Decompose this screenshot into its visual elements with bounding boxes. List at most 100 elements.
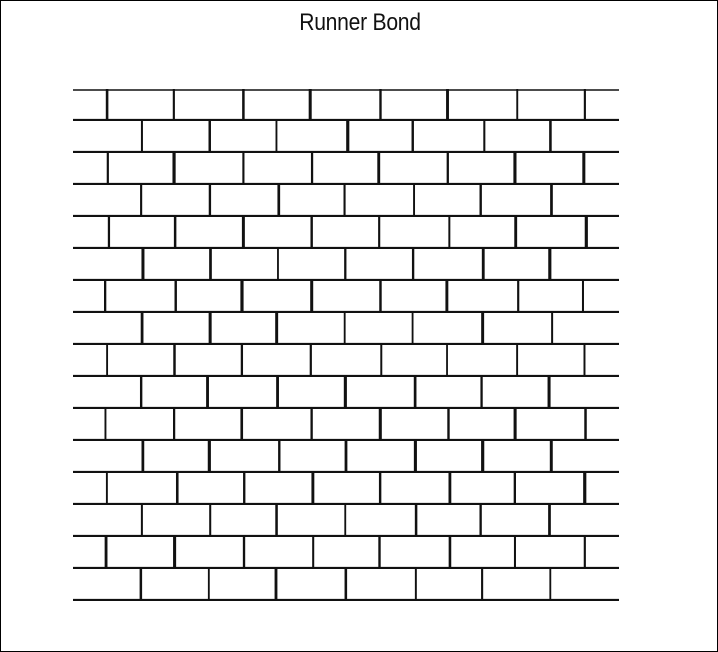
- brick: [73, 505, 141, 537]
- brick: [244, 217, 312, 249]
- brick: [448, 537, 516, 569]
- brick: [483, 441, 551, 473]
- brick: [107, 409, 175, 441]
- brick: [210, 185, 278, 217]
- brick: [585, 281, 619, 313]
- brick: [346, 377, 414, 409]
- brick: [278, 121, 346, 153]
- brick: [517, 345, 585, 377]
- brick: [210, 249, 278, 281]
- brick: [278, 313, 346, 345]
- brick: [448, 473, 516, 505]
- brick: [414, 377, 482, 409]
- brick: [244, 473, 312, 505]
- brick: [312, 281, 380, 313]
- brick: [448, 345, 516, 377]
- brick: [414, 505, 482, 537]
- brick: [551, 441, 619, 473]
- figure-title: Runner Bond: [44, 9, 676, 37]
- brick: [210, 313, 278, 345]
- brick: [517, 217, 585, 249]
- brick: [73, 249, 141, 281]
- brick: [107, 537, 175, 569]
- brick: [312, 217, 380, 249]
- brick: [483, 185, 551, 217]
- brick: [73, 185, 141, 217]
- brick: [73, 153, 107, 185]
- brick: [175, 217, 243, 249]
- brick: [551, 249, 619, 281]
- brick: [346, 569, 414, 601]
- brick: [414, 569, 482, 601]
- brick: [517, 281, 585, 313]
- brick: [73, 313, 141, 345]
- brick: [312, 345, 380, 377]
- brick: [380, 537, 448, 569]
- brick: [107, 217, 175, 249]
- brick: [483, 121, 551, 153]
- brick: [346, 185, 414, 217]
- brick: [551, 377, 619, 409]
- brick: [346, 441, 414, 473]
- brick: [210, 569, 278, 601]
- brick: [141, 377, 209, 409]
- brick: [141, 505, 209, 537]
- brick: [585, 409, 619, 441]
- brick: [380, 473, 448, 505]
- brick: [517, 473, 585, 505]
- brick: [73, 89, 107, 121]
- brick: [380, 153, 448, 185]
- brick: [141, 249, 209, 281]
- brick: [73, 409, 107, 441]
- brick: [312, 473, 380, 505]
- brick: [551, 569, 619, 601]
- brick: [585, 89, 619, 121]
- brick: [244, 281, 312, 313]
- brick: [517, 89, 585, 121]
- brick: [73, 121, 141, 153]
- brick: [141, 313, 209, 345]
- brick: [175, 153, 243, 185]
- brick: [73, 345, 107, 377]
- brick: [107, 153, 175, 185]
- brick: [380, 217, 448, 249]
- brick: [346, 313, 414, 345]
- brick: [551, 505, 619, 537]
- brick: [210, 441, 278, 473]
- brick: [448, 217, 516, 249]
- brick: [210, 377, 278, 409]
- brick: [278, 441, 346, 473]
- brick: [210, 505, 278, 537]
- brick: [244, 89, 312, 121]
- brick: [278, 377, 346, 409]
- brick: [551, 121, 619, 153]
- brick: [517, 537, 585, 569]
- brick: [312, 409, 380, 441]
- brick: [278, 185, 346, 217]
- brick: [278, 249, 346, 281]
- brick: [73, 217, 107, 249]
- brick: [210, 121, 278, 153]
- brick: [73, 377, 141, 409]
- brick: [346, 249, 414, 281]
- brick: [380, 409, 448, 441]
- brick: [141, 185, 209, 217]
- brick: [312, 537, 380, 569]
- brick: [483, 313, 551, 345]
- brick: [448, 409, 516, 441]
- brick: [585, 153, 619, 185]
- brick: [414, 249, 482, 281]
- brick: [107, 473, 175, 505]
- brick: [175, 345, 243, 377]
- brick: [73, 473, 107, 505]
- brick: [414, 313, 482, 345]
- brick: [175, 409, 243, 441]
- brick: [585, 345, 619, 377]
- brick: [448, 281, 516, 313]
- brick: [73, 281, 107, 313]
- brick: [312, 89, 380, 121]
- brick: [73, 569, 141, 601]
- brick: [175, 281, 243, 313]
- brick-wall: [73, 89, 619, 601]
